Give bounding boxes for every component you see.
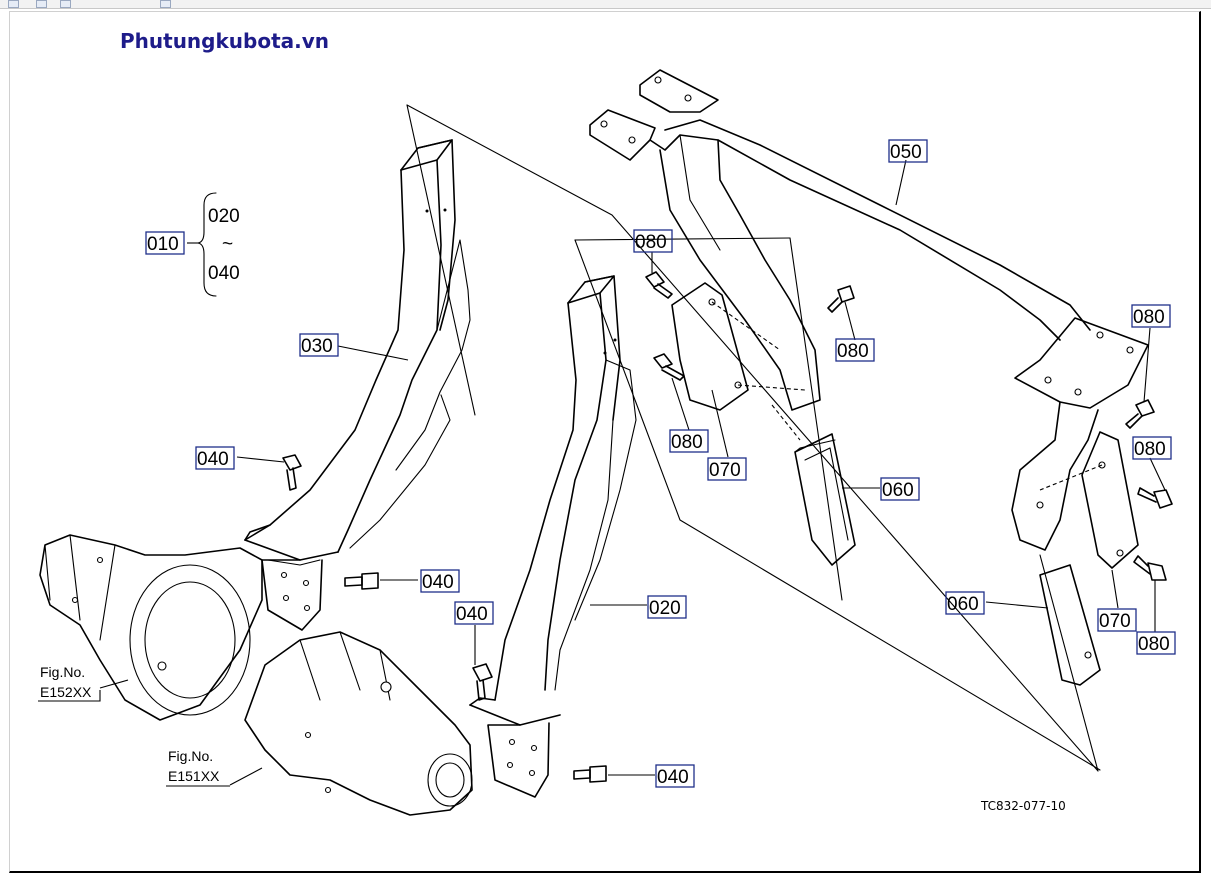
svg-text:070: 070 bbox=[1099, 611, 1131, 632]
site-brand-link[interactable]: Phutungkubota.vn bbox=[120, 29, 330, 53]
drawing-code: TC832-077-10 bbox=[980, 799, 1066, 813]
bolt-040-horizontal-right-drawing bbox=[573, 765, 607, 783]
part-label-030[interactable]: 030 bbox=[299, 333, 339, 357]
fig-ref-e151[interactable]: Fig.No. E151XX bbox=[166, 748, 230, 787]
part-label-060-right[interactable]: 060 bbox=[945, 591, 985, 615]
part-label-040-bolt-left-vertical[interactable]: 040 bbox=[195, 446, 235, 470]
part-label-050[interactable]: 050 bbox=[888, 139, 928, 163]
svg-text:080: 080 bbox=[671, 432, 703, 453]
toolbar-icon[interactable] bbox=[60, 0, 71, 8]
bolt-040-vertical-right-drawing bbox=[472, 663, 493, 701]
explode-lines bbox=[406, 104, 1101, 772]
svg-text:040: 040 bbox=[197, 449, 229, 470]
plate-070-drawing bbox=[671, 282, 1139, 569]
axle-housing-e151-drawing bbox=[244, 631, 473, 816]
bolt-080-drawing bbox=[645, 271, 1173, 581]
svg-text:070: 070 bbox=[709, 460, 741, 481]
bolt-040-vertical-left-drawing bbox=[282, 454, 302, 491]
svg-text:020: 020 bbox=[649, 598, 681, 619]
part-label-080-right-bottom[interactable]: 080 bbox=[1136, 631, 1176, 655]
toolbar-strip bbox=[0, 0, 1211, 9]
arch-050-drawing bbox=[589, 69, 1149, 551]
bracket-030-drawing bbox=[244, 139, 471, 631]
leader-lines bbox=[99, 159, 1166, 786]
svg-text:060: 060 bbox=[947, 594, 979, 615]
svg-text:050: 050 bbox=[890, 142, 922, 163]
toolbar-icon[interactable] bbox=[8, 0, 19, 8]
svg-text:080: 080 bbox=[1134, 439, 1166, 460]
svg-text:040: 040 bbox=[657, 767, 689, 788]
clamp-060-drawing bbox=[771, 404, 1101, 686]
part-label-070-left[interactable]: 070 bbox=[707, 457, 747, 481]
svg-text:080: 080 bbox=[1138, 634, 1170, 655]
part-label-040-bolt-right-horizontal[interactable]: 040 bbox=[655, 764, 695, 788]
group-range-start: 020 bbox=[208, 206, 240, 227]
svg-text:060: 060 bbox=[882, 480, 914, 501]
svg-text:080: 080 bbox=[837, 341, 869, 362]
diagram-frame bbox=[9, 11, 1201, 873]
group-range-tilde: ~ bbox=[222, 234, 233, 255]
toolbar-icon[interactable] bbox=[160, 0, 171, 8]
svg-text:010: 010 bbox=[147, 234, 179, 255]
part-label-060-center[interactable]: 060 bbox=[880, 477, 920, 501]
part-label-070-right[interactable]: 070 bbox=[1097, 608, 1137, 632]
part-label-010[interactable]: 010 bbox=[145, 231, 185, 255]
bolt-040-horizontal-left-drawing bbox=[344, 572, 379, 590]
part-label-080-right-middle[interactable]: 080 bbox=[1132, 436, 1172, 460]
fig-ref-e152[interactable]: Fig.No. E152XX bbox=[38, 664, 101, 702]
svg-text:040: 040 bbox=[422, 572, 454, 593]
svg-text:E151XX: E151XX bbox=[168, 768, 220, 784]
part-label-080-center[interactable]: 080 bbox=[835, 338, 875, 362]
toolbar-icon[interactable] bbox=[36, 0, 47, 8]
part-label-080-top-left[interactable]: 080 bbox=[633, 229, 673, 253]
svg-text:080: 080 bbox=[635, 232, 667, 253]
svg-text:030: 030 bbox=[301, 336, 333, 357]
part-label-080-lower-left[interactable]: 080 bbox=[669, 429, 709, 453]
svg-text:Fig.No.: Fig.No. bbox=[168, 748, 213, 764]
svg-text:E152XX: E152XX bbox=[40, 684, 92, 700]
group-brace bbox=[197, 192, 217, 297]
svg-text:040: 040 bbox=[456, 604, 488, 625]
part-label-020[interactable]: 020 bbox=[647, 595, 687, 619]
svg-text:080: 080 bbox=[1133, 307, 1165, 328]
bracket-020-drawing bbox=[469, 275, 637, 798]
part-label-040-bolt-left-horizontal[interactable]: 040 bbox=[420, 569, 460, 593]
axle-housing-e152-drawing bbox=[39, 534, 263, 721]
svg-text:Fig.No.: Fig.No. bbox=[40, 664, 85, 680]
part-label-040-bolt-right-vertical[interactable]: 040 bbox=[454, 601, 494, 625]
group-range-end: 040 bbox=[208, 263, 240, 284]
part-label-080-right-top[interactable]: 080 bbox=[1131, 304, 1171, 328]
